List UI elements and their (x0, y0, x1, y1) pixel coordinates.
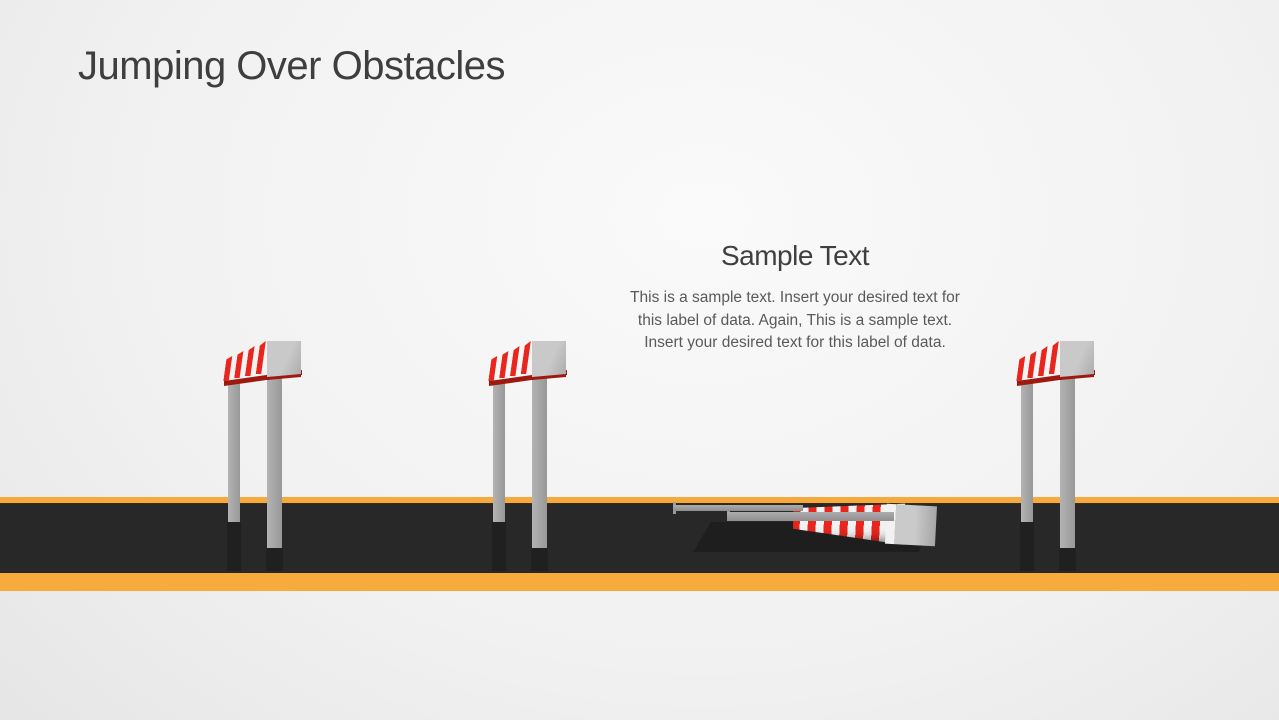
hurdle-end-cap (532, 341, 566, 377)
fallen-hurdle-end-cap (884, 503, 938, 547)
fallen-hurdle-leg (727, 512, 894, 521)
hurdle-post-shadow (227, 522, 241, 571)
hurdle-red-stripe (488, 356, 497, 381)
hurdle-red-stripe (510, 346, 520, 376)
hurdle-post-shadow (531, 548, 548, 571)
hurdle-post-shadow (1020, 522, 1034, 571)
hurdle-end-cap (267, 341, 301, 377)
hurdle-standing-1 (222, 338, 308, 574)
hurdle-post-left (228, 382, 240, 522)
hurdle-standing-3 (1015, 338, 1101, 574)
hurdle-post-shadow (1059, 548, 1076, 571)
hurdle-post-left (1021, 382, 1033, 522)
hurdle-post-left (493, 382, 505, 522)
sample-text-block: Sample Text This is a sample text. Inser… (609, 241, 981, 355)
sample-text-body: This is a sample text. Insert your desir… (630, 289, 960, 351)
hurdle-red-stripe (1038, 346, 1048, 376)
hurdle-post-shadow (492, 522, 506, 571)
hurdle-red-stripe (521, 341, 531, 374)
hurdle-post-right (1060, 377, 1075, 548)
road-stripe-top (0, 497, 1279, 503)
hurdle-red-stripe (1049, 341, 1059, 374)
hurdle-red-stripe (1027, 351, 1036, 378)
slide-title: Jumping Over Obstacles (78, 44, 505, 88)
hurdle-red-stripe (499, 351, 508, 378)
hurdle-post-right (532, 377, 547, 548)
hurdle-red-stripe (256, 341, 266, 374)
sample-text-heading: Sample Text (720, 240, 870, 271)
hurdle-red-stripe (223, 356, 232, 381)
road-stripe-bottom (0, 573, 1279, 591)
hurdle-fallen (668, 498, 948, 560)
hurdle-post-right (267, 377, 282, 548)
hurdle-red-stripe (234, 351, 243, 378)
hurdle-red-stripe (245, 346, 255, 376)
hurdle-post-shadow (266, 548, 283, 571)
fallen-hurdle-leg (673, 505, 803, 511)
hurdle-red-stripe (1016, 356, 1025, 381)
hurdle-end-cap (1060, 341, 1094, 377)
hurdle-standing-2 (487, 338, 573, 574)
